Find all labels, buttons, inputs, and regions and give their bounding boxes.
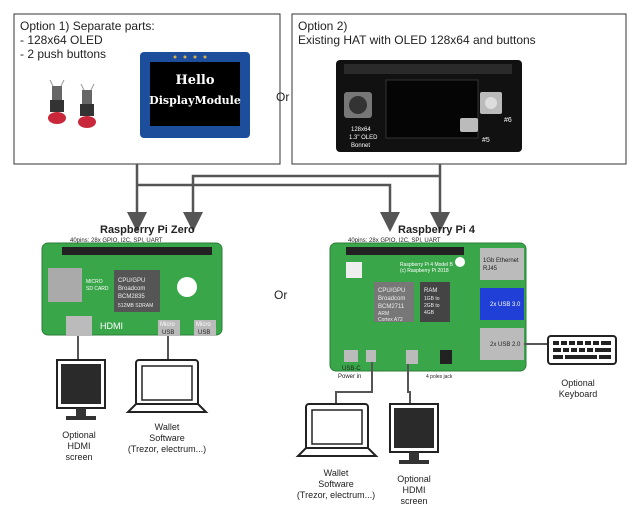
pi-zero-usb1-label-1: Micro <box>160 322 175 328</box>
hat-label-size: 128x64 <box>351 127 371 133</box>
pi4-cpu-line-3: BCM2711 <box>378 304 405 310</box>
pi4-cpu-line-4: ARM <box>378 311 389 317</box>
pi4-usb2-ports <box>480 328 524 360</box>
keyboard-label-2: Keyboard <box>559 389 598 399</box>
pi-zero-sd-label-2: SD CARD <box>86 286 109 292</box>
monitor-1-icon <box>56 359 106 420</box>
pi4-raspberry-logo-icon <box>455 257 465 267</box>
laptop-2-label-2: Software <box>318 479 354 489</box>
pi4-model-line-2: (c) Raspberry Pi 2018 <box>400 268 449 274</box>
pi-zero-cpu-line-1: CPU/GPU <box>118 278 145 284</box>
pi-zero-hdmi-label: HDMI <box>100 321 123 331</box>
keyboard-label-1: Optional <box>561 378 595 388</box>
pi4-ethernet-label-1: 1Gb Ethernet <box>483 258 519 264</box>
pi4-cpu-line-5: Cortex A72 <box>378 317 403 323</box>
or-label-middle: Or <box>274 288 287 302</box>
pi4-ram-line-1: RAM <box>424 288 437 294</box>
pi4-usb3-ports <box>480 288 524 320</box>
oled-module-image: Hello DisplayModule <box>140 52 250 138</box>
connection-lines <box>127 164 450 232</box>
pi4-usb3-label: 2x USB 3.0 <box>490 302 521 308</box>
option1-item-buttons: - 2 push buttons <box>20 47 106 61</box>
option1-item-oled: - 128x64 OLED <box>20 33 103 47</box>
oled-hat-image: 128x64 1.3" OLED Bonnet #5 #6 <box>336 60 522 152</box>
pi-zero-cpu <box>114 270 160 312</box>
pi4-usb2-label: 2x USB 2.0 <box>490 342 521 348</box>
push-buttons-image <box>48 79 96 128</box>
pi-zero-cpu-line-2: Broadcom <box>118 286 145 292</box>
pi-zero-usb2-label-2: USB <box>198 330 210 336</box>
pi-zero-cpu-line-3: BCM2835 <box>118 294 145 300</box>
monitor-1-label-1: Optional <box>62 430 96 440</box>
pi4-board: 40pins: 28x GPIO, I2C, SPI, UART Raspber… <box>329 238 527 380</box>
pi4-gpio-header <box>346 247 464 255</box>
or-label-top: Or <box>276 90 289 104</box>
option2-subtitle: Existing HAT with OLED 128x64 and button… <box>298 33 536 47</box>
hat-label-bonnet: Bonnet <box>351 143 370 149</box>
laptop-2-label-1: Wallet <box>324 468 349 478</box>
pi-zero-board: 40pins: 28x GPIO, I2C, SPI, UART MICRO S… <box>41 238 223 336</box>
pi-zero-usb1-label-2: USB <box>162 330 174 336</box>
pi-zero-micro-usb-2 <box>194 320 216 336</box>
pi4-audio-label: 4 poles jack <box>426 374 453 380</box>
monitor-1-label-2: HDMI <box>68 441 91 451</box>
option1-title: Option 1) Separate parts: <box>20 19 155 33</box>
laptop-1-icon <box>125 359 209 413</box>
pi4-usbc-port <box>344 350 358 362</box>
pi-zero-cpu-line-4: 512MB SDRAM <box>118 303 153 309</box>
pi4-cpu <box>374 282 414 322</box>
pi-zero-sd-slot <box>48 268 82 302</box>
hat-button-5-label: #5 <box>482 137 490 144</box>
pi4-ram-line-3: 2GB to <box>424 303 440 309</box>
pi-zero-gpio-header <box>62 247 212 255</box>
pi-zero-sd-label-1: MICRO <box>86 279 103 285</box>
pi4-chip-small <box>346 262 362 278</box>
laptop-1-label-2: Software <box>149 433 185 443</box>
pi4-ram-line-4: 4GB <box>424 310 435 316</box>
pi4-title: Raspberry Pi 4 <box>398 224 476 236</box>
pi4-cpu-line-2: Broadcom <box>378 296 405 302</box>
pi-zero-cables <box>77 336 169 362</box>
laptop-2-label-3: (Trezor, electrum...) <box>297 490 375 500</box>
hat-button-6-label: #6 <box>504 117 512 124</box>
pi-zero-micro-usb-1 <box>158 320 180 336</box>
pi4-ram-line-2: 1GB to <box>424 296 440 302</box>
option1-box: Option 1) Separate parts: - 128x64 OLED … <box>13 13 281 165</box>
oled-displaymodule-text: DisplayModule <box>149 94 241 107</box>
hat-gpio-header <box>344 64 512 74</box>
option2-title: Option 2) <box>298 19 347 33</box>
pi-zero-pins-label: 40pins: 28x GPIO, I2C, SPI, UART <box>70 238 163 244</box>
pi4-model-line-1: Raspberry Pi 4 Model B <box>400 262 453 268</box>
pi-zero-title: Raspberry Pi Zero <box>100 224 195 236</box>
oled-hello-text: Hello <box>175 73 214 88</box>
monitor-1-label-3: screen <box>65 452 92 462</box>
monitor-2-label-3: screen <box>400 496 427 506</box>
raspberry-logo-icon <box>177 277 197 297</box>
laptop-1-label-3: (Trezor, electrum...) <box>128 444 206 454</box>
pi4-ethernet-port <box>480 248 524 280</box>
pi-zero-hdmi-port <box>66 316 92 336</box>
pi-zero-usb2-label-1: Micro <box>196 322 211 328</box>
pi4-ethernet-label-2: RJ45 <box>483 266 498 272</box>
hat-label-oled: 1.3" OLED <box>349 135 378 141</box>
laptop-2-icon <box>295 403 379 457</box>
pi4-micro-hdmi-port <box>406 350 418 364</box>
pi4-pins-label: 40pins: 28x GPIO, I2C, SPI, UART <box>348 238 441 244</box>
pi4-usbc-label: USB-C <box>342 366 361 372</box>
pi4-cpu-line-1: CPU/GPU <box>378 288 405 294</box>
keyboard-icon <box>547 335 617 365</box>
laptop-1-label-1: Wallet <box>155 422 180 432</box>
monitor-2-label-2: HDMI <box>403 485 426 495</box>
pi4-power-label: Power in <box>338 374 361 380</box>
monitor-2-label-1: Optional <box>397 474 431 484</box>
pi4-audio-jack <box>440 350 452 364</box>
monitor-2-icon <box>389 403 439 464</box>
pi4-ram <box>420 282 450 322</box>
option2-box: Option 2) Existing HAT with OLED 128x64 … <box>291 13 627 165</box>
